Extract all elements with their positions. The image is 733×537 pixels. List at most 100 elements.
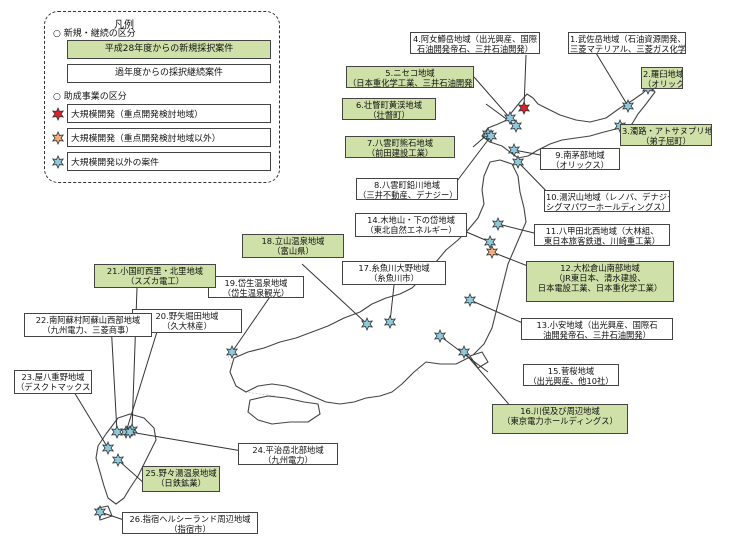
site-marker-9 [507,143,521,157]
region-label-line: 10.湯沢山地域（レノバ、デナジー、 [546,192,670,202]
legend-section-project-type: ○ 助成事業の区分 [53,89,127,102]
region-label-line: 日本電設工業、日本重化学工業） [537,283,663,293]
region-label-line: （九州電力） [263,455,313,465]
region-label-13: 13.小安地域（出光興産、国際石油開発帝石、三井石油開発） [521,318,673,340]
region-label-line: 15.菅桜地域 [547,366,595,376]
region-label-line: 24.平治岳北部地域 [252,445,324,455]
bullet-icon: ○ [53,92,64,102]
region-label-line: 13.小安地域（出光興産、国際石 [536,320,658,330]
site-marker-14 [483,235,497,249]
legend-type-large-other [67,128,271,147]
region-label-1: 1.武佐岳地域（石油資源開発、三菱マテリアル、三菱ガス化学） [568,32,686,54]
region-label-14: 14.木地山・下の岱地域（東北自然エネルギー） [355,213,467,237]
region-label-line: 22.南阿蘇村阿蘇山西部地域 [35,315,141,325]
legend-star-icons [51,107,65,169]
legend-section-new-continuing: ○ 新規・継続の区分 [53,26,136,39]
region-label-line: （東京電力ホールディングス） [502,416,618,426]
region-label-line: 油開発帝石、三井石油開発） [543,330,651,340]
legend-type-large-priority-label: 大規模開発（重点開発検討地域） [71,110,203,120]
region-label-23: 23.屋八重野地域（デスクトマックス・トレーディング） [14,370,92,394]
region-label-line: （前田建設工業） [366,148,434,158]
region-label-line: 18.立山温泉地域 [261,236,325,246]
region-label-15: 15.菅桜地域（出光興産、他10社） [523,364,619,386]
region-label-line: 3.濁路・アトサヌプリ地域 [622,126,712,136]
region-label-line: （糸魚川市） [369,273,419,283]
legend-continuing-swatch: 過年度からの採択継続案件 [67,64,271,83]
region-label-line: 11.八甲田北西地域（大林組、 [545,226,659,236]
region-label-line: 三菱マテリアル、三菱ガス化学） [570,44,686,54]
legend-section1-label: 新規・継続の区分 [63,29,136,39]
site-marker-12 [485,245,499,259]
region-label-line: （出光興産、他10社） [528,376,614,386]
region-label-line: 石油開発帝石、三井石油開発） [416,44,534,54]
region-label-19: 19.岱生温泉地域（岱生温泉観光） [208,276,304,298]
region-label-line: （久大林産） [162,321,212,331]
region-label-11: 11.八甲田北西地域（大林組、東日本旅客鉄道、川崎重工業） [534,224,670,246]
region-label-2: 2.羅臼地域（オリックス） [641,67,683,89]
region-label-line: （日本重化学工業、三井石油開発） [348,78,474,88]
site-marker-24 [123,425,137,439]
site-marker-23 [101,441,115,455]
region-label-4: 4.阿女鱒岳地域（出光興産、国際石油開発帝石、三井石油開発） [410,32,540,54]
region-label-line: 1.武佐岳地域（石油資源開発、 [570,34,686,44]
region-label-3: 3.濁路・アトサヌプリ地域（弟子屈町） [620,124,712,146]
region-label-line: 12.大松倉山南部地域 [560,263,640,273]
site-marker-17 [383,315,397,329]
region-label-line: （富山県） [272,246,314,256]
region-label-line: 25.野々湯温泉地域 [145,468,217,478]
legend-type-large-priority [67,104,271,123]
region-label-7: 7.八雲町熊石地域（前田建設工業） [345,136,455,158]
site-marker-22 [110,425,124,439]
region-label-line: （スズカ電工） [125,276,185,286]
legend-type-non-large-label: 大規模開発以外の案件 [71,158,159,168]
region-label-line: 4.阿女鱒岳地域（出光興産、国際 [412,34,538,44]
site-marker-10 [511,155,525,169]
legend-section2-label: 助成事業の区分 [63,92,127,102]
region-label-line: （九州電力、三菱商事） [42,325,134,335]
region-label-line: シグマパワーホールディングス） [546,202,670,212]
region-label-18: 18.立山温泉地域（富山県） [242,234,344,258]
region-label-10: 10.湯沢山地域（レノバ、デナジー、シグマパワーホールディングス） [544,190,670,212]
region-label-22: 22.南阿蘇村阿蘇山西部地域（九州電力、三菱商事） [24,313,152,337]
region-label-5: 5.ニセコ地域（日本重化学工業、三井石油開発） [346,66,474,88]
region-label-line: 16.川俣及び周辺地域 [520,406,600,416]
bullet-icon: ○ [53,29,64,39]
site-marker-15 [433,329,447,343]
site-marker-13 [463,293,477,307]
region-label-line: 20.野矢堀田地域 [155,311,219,321]
legend-new-swatch: 平成28年度からの新規採択案件 [67,40,271,59]
region-label-line: （三井不動産、デナジー） [358,190,458,200]
region-label-line: （指宿市） [169,524,211,534]
region-label-21: 21.小国町西里・北里地域（スズカ電工） [94,264,216,288]
site-marker-8 [484,129,498,143]
region-label-line: 5.ニセコ地域 [385,68,435,78]
region-label-line: 9.南茅部地域 [555,150,605,160]
legend-panel: 凡例 ○ 新規・継続の区分 平成28年度からの新規採択案件 過年度からの採択継続… [44,11,280,183]
region-label-line: （日鉄鉱業） [156,478,206,488]
region-label-line: 17.糸魚川大野地域 [358,263,430,273]
site-marker-26 [93,505,107,519]
region-label-line: （オリックス） [643,79,683,89]
region-label-17: 17.糸魚川大野地域（糸魚川市） [342,261,446,285]
legend-type-non-large [67,152,271,171]
legend-star-large_priority [51,107,65,121]
site-marker-11 [491,217,505,231]
region-label-line: 19.岱生温泉地域 [224,278,288,288]
region-label-line: 7.八雲町熊石地域 [367,138,433,148]
legend-star-large_other [51,131,65,145]
site-marker-6 [509,119,523,133]
legend-type-large-other-label: 大規模開発（重点開発検討地域以外） [71,134,221,144]
legend-title: 凡例 [111,16,137,31]
region-label-9: 9.南茅部地域（オリックス） [540,148,620,170]
region-label-24: 24.平治岳北部地域（九州電力） [238,443,338,465]
region-label-26: 26.指宿ヘルシーランド周辺地域（指宿市） [122,512,258,534]
region-label-8: 8.八雲町鉛川地域（三井不動産、デナジー） [356,178,458,200]
region-label-line: 2.羅臼地域 [643,69,683,79]
site-marker-25 [111,453,125,467]
region-label-line: 26.指宿ヘルシーランド周辺地域 [129,514,251,524]
region-label-line: （壮瞥町） [368,110,410,120]
region-label-25: 25.野々湯温泉地域（日鉄鉱業） [142,466,220,492]
region-label-6: 6.壮瞥町黄渓地域（壮瞥町） [342,98,436,120]
region-label-line: （オリックス） [551,160,609,170]
